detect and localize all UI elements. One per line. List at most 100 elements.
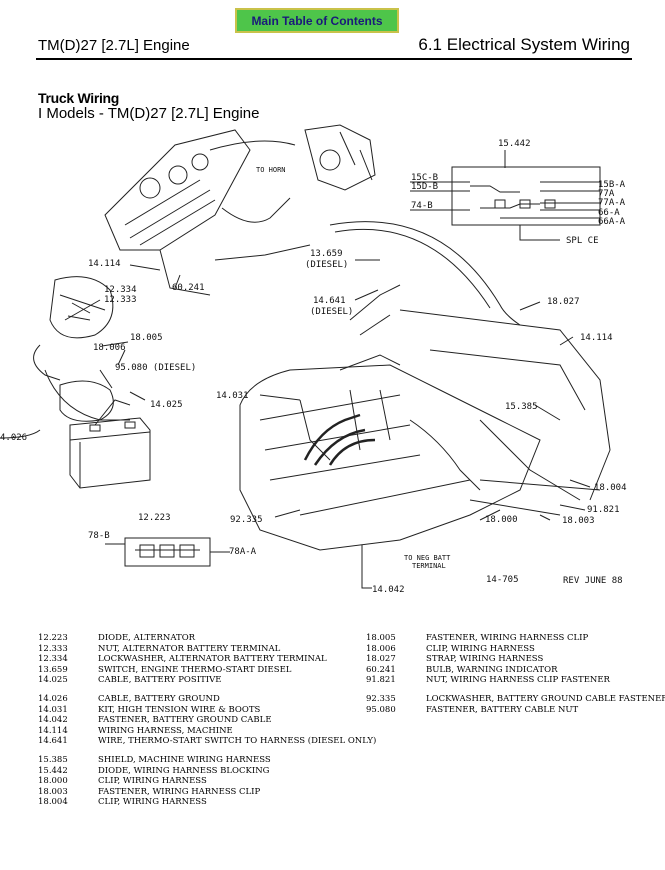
part-description: BULB, WARNING INDICATOR <box>426 664 558 675</box>
part-description: WIRE, THERMO-START SWITCH TO HARNESS (DI… <box>98 736 377 747</box>
starter-motor <box>59 380 114 422</box>
label-14-114-b: 14.114 <box>580 333 613 343</box>
legend-row: 92.335 LOCKWASHER, BATTERY GROUND CABLE F… <box>366 694 665 705</box>
part-description: WIRING HARNESS, MACHINE <box>98 725 233 736</box>
label-78a-a: 78A-A <box>229 547 257 557</box>
legend-row: 14.114 WIRING HARNESS, MACHINE <box>38 726 376 737</box>
label-14-114-a: 14.114 <box>88 259 121 269</box>
alternator <box>49 276 114 339</box>
part-description: FASTENER, WIRING HARNESS CLIP <box>98 786 261 797</box>
part-description: FASTENER, BATTERY CABLE NUT <box>426 704 579 715</box>
label-15-385: 15.385 <box>505 402 538 412</box>
legend-row: 15.442 DIODE, WIRING HARNESS BLOCKING <box>38 766 376 777</box>
part-number: 15.385 <box>38 754 68 765</box>
gauge-1 <box>139 177 161 199</box>
part-description: LOCKWASHER, BATTERY GROUND CABLE FASTENE… <box>426 693 665 704</box>
part-description: CABLE, BATTERY GROUND <box>98 693 220 704</box>
engine-block <box>239 364 541 551</box>
main-table-of-contents-button[interactable]: Main Table of Contents <box>235 8 399 33</box>
header-model: TM(D)27 [2.7L] Engine <box>38 37 190 54</box>
diode-block <box>451 166 601 226</box>
part-number: 15.442 <box>38 765 68 776</box>
part-number: 18.003 <box>38 786 68 797</box>
part-description: CLIP, WIRING HARNESS <box>426 643 535 654</box>
gauge-2 <box>168 165 188 185</box>
part-description: STRAP, WIRING HARNESS <box>426 654 544 665</box>
truck-frame <box>399 309 611 501</box>
label-74-b: 74-B <box>411 201 433 211</box>
legend-row: 18.003 FASTENER, WIRING HARNESS CLIP <box>38 787 376 798</box>
part-number: 60.241 <box>366 664 396 675</box>
section-subtitle: I Models - TM(D)27 [2.7L] Engine <box>38 105 260 122</box>
label-12-333: 12.333 <box>104 295 137 305</box>
label-18-003: 18.003 <box>562 516 595 526</box>
part-number: 14.114 <box>38 725 68 736</box>
legend-row: 15.385 SHIELD, MACHINE WIRING HARNESS <box>38 755 376 766</box>
label-14-641: 14.641 <box>313 296 346 306</box>
part-number: 14.025 <box>38 675 68 686</box>
gauge-3 <box>191 153 209 171</box>
part-number: 18.006 <box>366 643 396 654</box>
header-section: 6.1 Electrical System Wiring <box>418 35 630 54</box>
legend-row: 18.027 STRAP, WIRING HARNESS <box>366 654 665 665</box>
part-description: DIODE, ALTERNATOR <box>98 633 196 643</box>
legend-row: 14.641 WIRE, THERMO-START SWITCH TO HARNE… <box>38 736 376 747</box>
label-to-neg-batt: TO NEG BATT <box>404 554 451 562</box>
header-divider <box>36 58 632 60</box>
legend-row: 60.241 BULB, WARNING INDICATOR <box>366 665 665 676</box>
label-18-027: 18.027 <box>547 297 580 307</box>
label-12-223: 12.223 <box>138 513 171 523</box>
label-splice: SPL CE <box>566 236 599 246</box>
legend-row: 18.006 CLIP, WIRING HARNESS <box>366 644 665 655</box>
legend-row: 91.821 NUT, WIRING HARNESS CLIP FASTENER <box>366 675 665 686</box>
part-number: 12.333 <box>38 643 68 654</box>
part-number: 92.335 <box>366 693 396 704</box>
legend-row: 12.223 DIODE, ALTERNATOR <box>38 633 376 644</box>
battery <box>69 417 151 489</box>
part-number: 18.027 <box>366 654 396 665</box>
label-60-241: 60.241 <box>172 283 205 293</box>
label-78-b: 78-B <box>88 531 110 541</box>
label-to-horn: TO HORN <box>256 166 286 174</box>
fuse-bracket <box>304 124 376 191</box>
part-number: 13.659 <box>38 664 68 675</box>
label-12-334: 12.334 <box>104 285 137 295</box>
label-14-026: 4.026 <box>0 433 27 443</box>
label-18-000: 18.000 <box>485 515 518 525</box>
part-description: NUT, WIRING HARNESS CLIP FASTENER <box>426 675 610 686</box>
label-14-042: 14.042 <box>372 585 405 595</box>
part-description: DIODE, WIRING HARNESS BLOCKING <box>98 765 270 776</box>
label-14-031: 14.031 <box>216 391 249 401</box>
part-number: 91.821 <box>366 675 396 686</box>
part-number: 12.223 <box>38 633 68 643</box>
section-title: Truck Wiring <box>38 90 120 106</box>
engine-harness <box>303 413 376 466</box>
label-diesel-1: (DIESEL) <box>305 260 348 270</box>
legend-group: 92.335 LOCKWASHER, BATTERY GROUND CABLE F… <box>366 694 665 715</box>
label-18-004: 18.004 <box>594 483 627 493</box>
label-77a-a: 77A-A <box>598 198 626 208</box>
label-92-335: 92.335 <box>230 515 263 525</box>
part-description: SHIELD, MACHINE WIRING HARNESS <box>98 754 271 765</box>
part-number: 18.004 <box>38 797 68 808</box>
part-number: 14.641 <box>38 736 68 747</box>
diagram-labels: 15.442 15C-B 15D-B 74-B 15B-A 77A 77A-A … <box>0 139 627 595</box>
harness-arc <box>329 221 521 326</box>
label-91-821: 91.821 <box>587 505 620 515</box>
label-diesel-2: (DIESEL) <box>310 307 353 317</box>
part-description: FASTENER, WIRING HARNESS CLIP <box>426 633 589 643</box>
label-18-005: 18.005 <box>130 333 163 343</box>
dashboard-outline <box>104 129 251 251</box>
